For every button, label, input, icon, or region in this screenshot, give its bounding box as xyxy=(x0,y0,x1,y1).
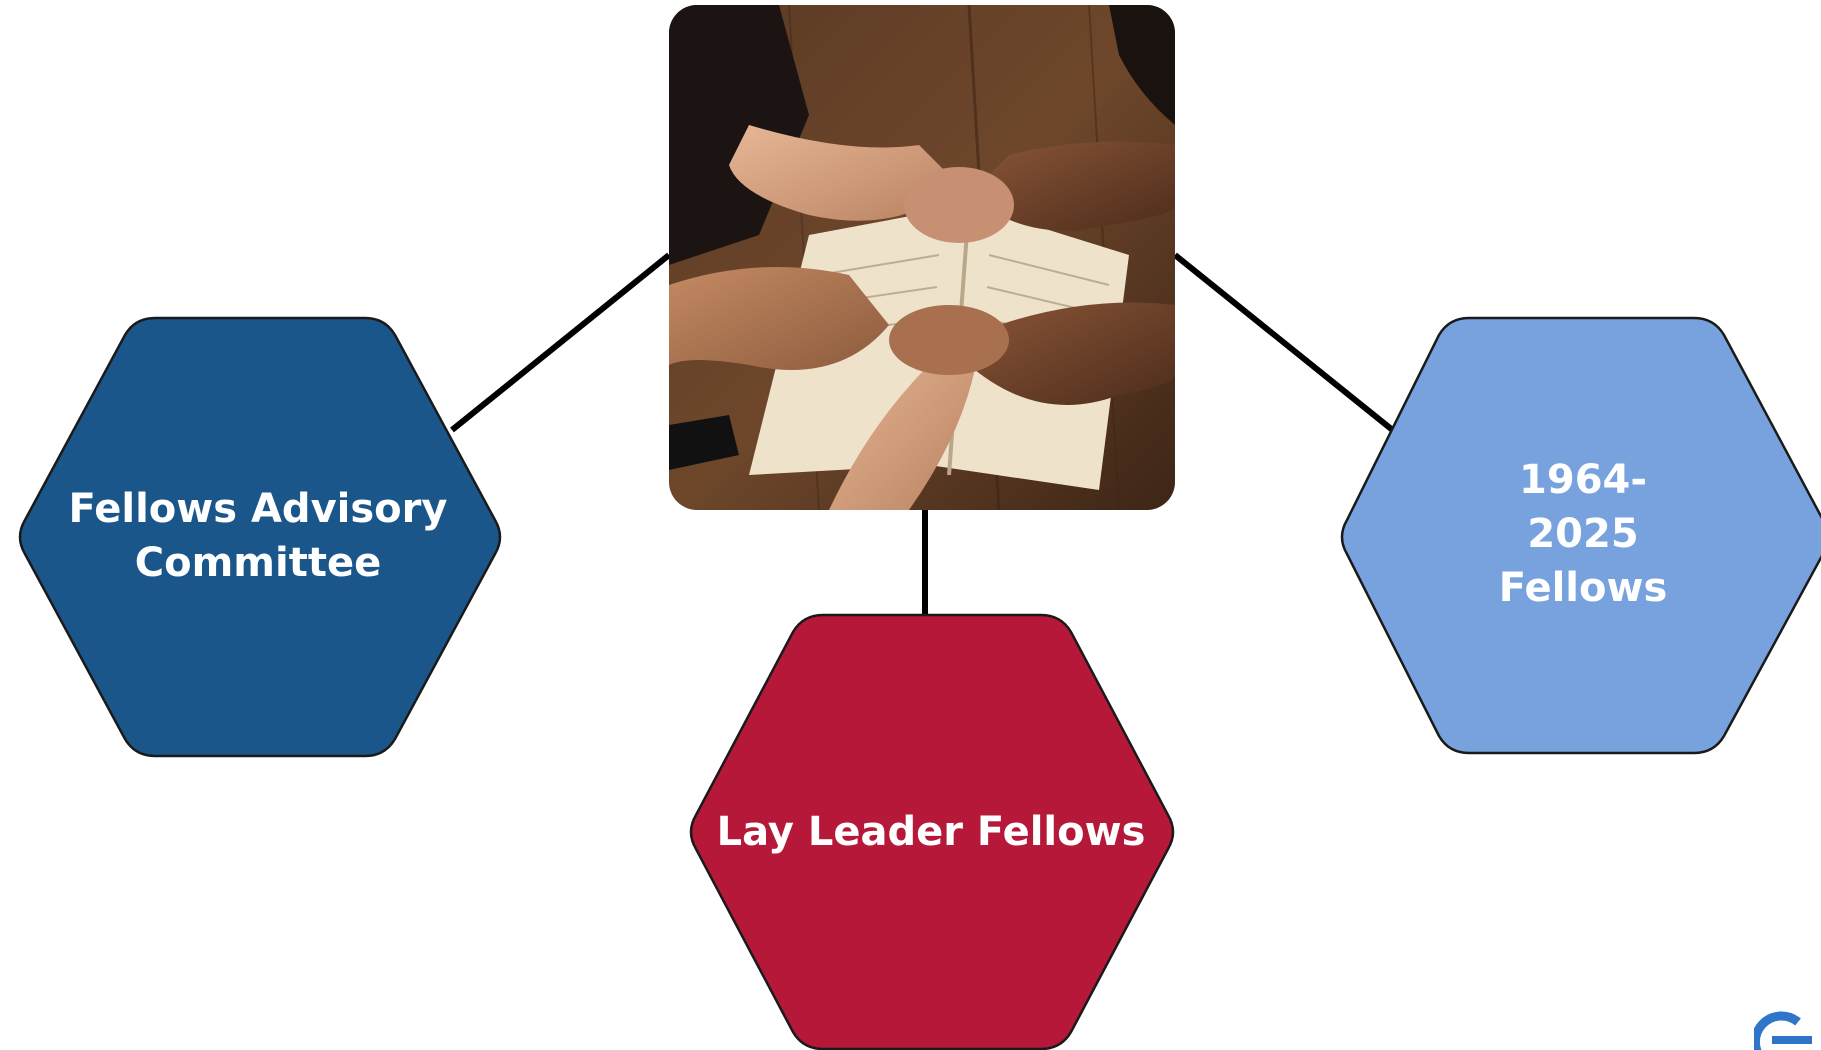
connector-1964-fellows xyxy=(1173,252,1397,435)
hands-over-book-photo xyxy=(669,5,1175,510)
lay-leader-label: Lay Leader Fellows xyxy=(716,809,1146,855)
logo-fragment-icon xyxy=(1754,982,1821,1050)
fellows-1964-label: 1964-2025 Fellows xyxy=(1498,457,1668,611)
advisory-label: Fellows Advisory Committee xyxy=(68,486,448,586)
connector-advisory xyxy=(450,252,671,433)
hexagon-1964-fellows[interactable] xyxy=(1340,316,1821,755)
photo-illustration-icon xyxy=(669,5,1175,510)
hexagon-lay-leader[interactable] xyxy=(689,613,1175,1050)
hexagon-advisory[interactable] xyxy=(18,316,502,758)
